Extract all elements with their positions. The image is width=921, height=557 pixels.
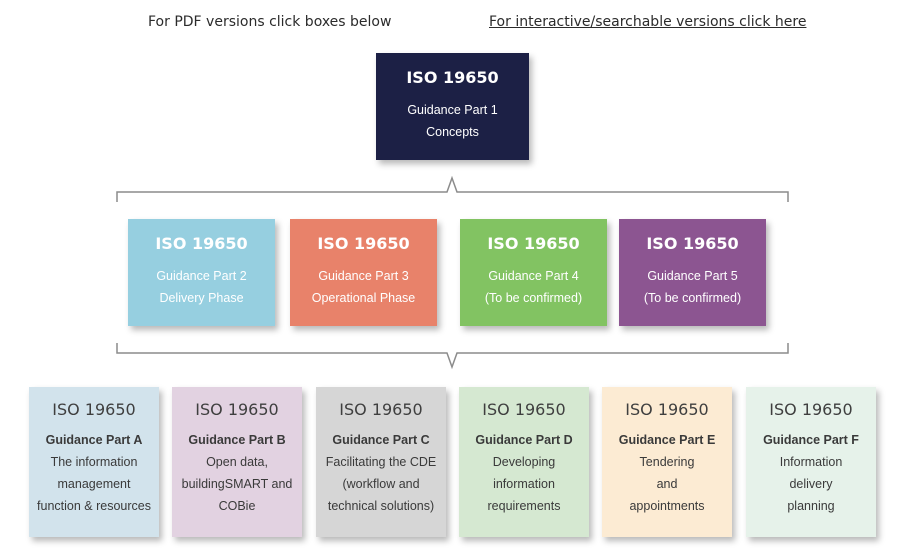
box-title: ISO 19650 xyxy=(339,400,423,419)
box-part-label: Guidance Part 4 xyxy=(488,269,579,283)
box-title: ISO 19650 xyxy=(646,234,739,253)
box-title: ISO 19650 xyxy=(625,400,709,419)
box-part-label: Guidance Part F xyxy=(763,433,859,447)
guidance-part-a-box[interactable]: ISO 19650 Guidance Part A The informatio… xyxy=(29,387,159,537)
box-description-line: technical solutions) xyxy=(327,499,435,513)
box-title: ISO 19650 xyxy=(769,400,853,419)
box-part-label: Guidance Part C xyxy=(332,433,430,447)
box-title: ISO 19650 xyxy=(406,68,499,87)
box-title: ISO 19650 xyxy=(487,234,580,253)
box-description: Concepts xyxy=(426,125,479,139)
box-description: Operational Phase xyxy=(311,291,416,305)
box-description-line: The information xyxy=(50,455,138,469)
guidance-part-3-box[interactable]: ISO 19650 Guidance Part 3 Operational Ph… xyxy=(290,219,437,326)
upper-brace xyxy=(116,175,789,202)
guidance-part-5-box[interactable]: ISO 19650 Guidance Part 5 (To be confirm… xyxy=(619,219,766,326)
box-description-line: requirements xyxy=(487,499,561,513)
box-description-line: management xyxy=(57,477,131,491)
box-description-line: delivery xyxy=(789,477,833,491)
box-description: (To be confirmed) xyxy=(643,291,742,305)
lower-brace xyxy=(116,343,789,370)
box-description-line: planning xyxy=(787,499,835,513)
box-part-label: Guidance Part 1 xyxy=(407,103,498,117)
box-description-line: (workflow and xyxy=(342,477,420,491)
box-description-line: appointments xyxy=(629,499,705,513)
box-title: ISO 19650 xyxy=(195,400,279,419)
box-part-label: Guidance Part 2 xyxy=(156,269,247,283)
box-description-line: Tendering xyxy=(639,455,695,469)
box-description-line: Developing xyxy=(492,455,556,469)
guidance-part-d-box[interactable]: ISO 19650 Guidance Part D Developing inf… xyxy=(459,387,589,537)
box-part-label: Guidance Part D xyxy=(475,433,573,447)
box-part-label: Guidance Part 3 xyxy=(318,269,409,283)
guidance-part-e-box[interactable]: ISO 19650 Guidance Part E Tendering and … xyxy=(602,387,732,537)
box-description: Delivery Phase xyxy=(159,291,244,305)
box-title: ISO 19650 xyxy=(482,400,566,419)
guidance-part-b-box[interactable]: ISO 19650 Guidance Part B Open data, bui… xyxy=(172,387,302,537)
box-title: ISO 19650 xyxy=(52,400,136,419)
box-part-label: Guidance Part 5 xyxy=(647,269,738,283)
guidance-part-f-box[interactable]: ISO 19650 Guidance Part F Information de… xyxy=(746,387,876,537)
box-part-label: Guidance Part A xyxy=(45,433,143,447)
box-title: ISO 19650 xyxy=(317,234,410,253)
guidance-part-4-box[interactable]: ISO 19650 Guidance Part 4 (To be confirm… xyxy=(460,219,607,326)
guidance-part-c-box[interactable]: ISO 19650 Guidance Part C Facilitating t… xyxy=(316,387,446,537)
interactive-versions-link[interactable]: For interactive/searchable versions clic… xyxy=(489,14,807,30)
box-description-line: buildingSMART and xyxy=(181,477,293,491)
box-description-line: Facilitating the CDE xyxy=(325,455,437,469)
guidance-part-2-box[interactable]: ISO 19650 Guidance Part 2 Delivery Phase xyxy=(128,219,275,326)
box-description-line: and xyxy=(656,477,678,491)
box-description-line: Information xyxy=(779,455,843,469)
box-title: ISO 19650 xyxy=(155,234,248,253)
box-part-label: Guidance Part E xyxy=(618,433,716,447)
guidance-part-1-box[interactable]: ISO 19650 Guidance Part 1 Concepts xyxy=(376,53,529,160)
box-description-line: information xyxy=(493,477,555,491)
box-description-line: COBie xyxy=(218,499,256,513)
pdf-versions-note: For PDF versions click boxes below xyxy=(148,14,392,30)
box-part-label: Guidance Part B xyxy=(188,433,286,447)
box-description: (To be confirmed) xyxy=(484,291,583,305)
box-description-line: Open data, xyxy=(206,455,268,469)
box-description-line: function & resources xyxy=(37,499,151,513)
